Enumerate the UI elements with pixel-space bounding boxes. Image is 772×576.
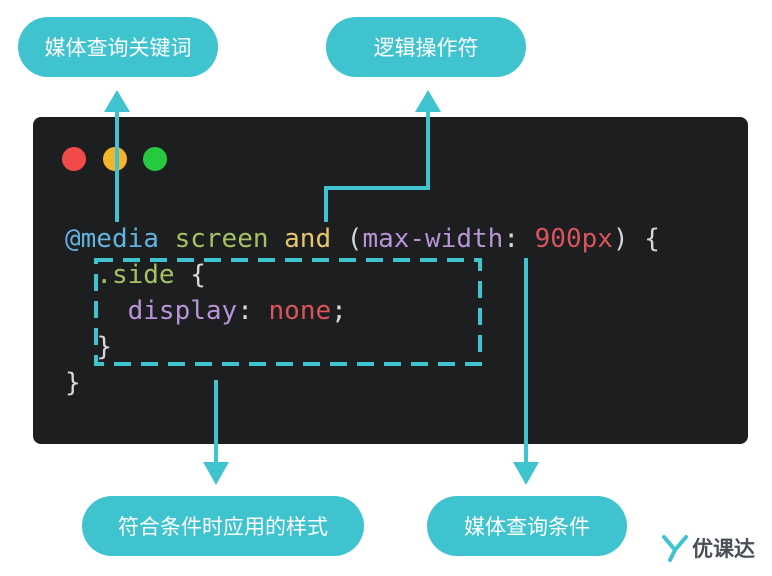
styles-dashed-box [94,258,482,366]
code-at-media: @media [65,224,159,254]
label-media-keyword: 媒体查询关键词 [18,17,218,77]
arrow-matched-styles-head [203,462,229,485]
logo-y-icon [662,535,688,562]
code-max-width: max-width [362,224,504,254]
arrow-logic-operator-head [415,90,441,112]
code-selector: .side [96,260,175,290]
logo-text: 优课达 [692,537,755,561]
code-panel: @media screen and (max-width: 900px) { .… [33,117,748,444]
label-matched-styles: 符合条件时应用的样式 [82,496,364,556]
brand-logo: 优课达 [660,533,755,563]
code-and: and [284,224,332,254]
code-none: none [268,296,332,326]
arrow-media-condition-head [513,462,539,485]
label-logic-operator: 逻辑操作符 [326,17,526,77]
code-screen: screen [174,224,269,254]
code-semicolon: ; [331,296,347,326]
code-900px: 900px [534,224,613,254]
arrow-media-keyword-head [104,90,130,112]
code-paren-open: ( [346,224,363,254]
code-display: display [127,296,238,326]
window-close-dot [62,147,86,171]
code-paren-close-brace: ) { [612,224,660,254]
arrow-logic-operator-line [324,112,430,222]
code-open-brace: { [190,260,206,290]
code-inner-close: } [96,332,112,362]
code-colon-1: : [503,224,519,254]
label-media-condition: 媒体查询条件 [427,496,627,556]
code-block: @media screen and (max-width: 900px) { .… [65,221,660,401]
code-outer-close: } [65,368,81,398]
window-maximize-dot [143,147,167,171]
code-colon-2: : [237,296,253,326]
